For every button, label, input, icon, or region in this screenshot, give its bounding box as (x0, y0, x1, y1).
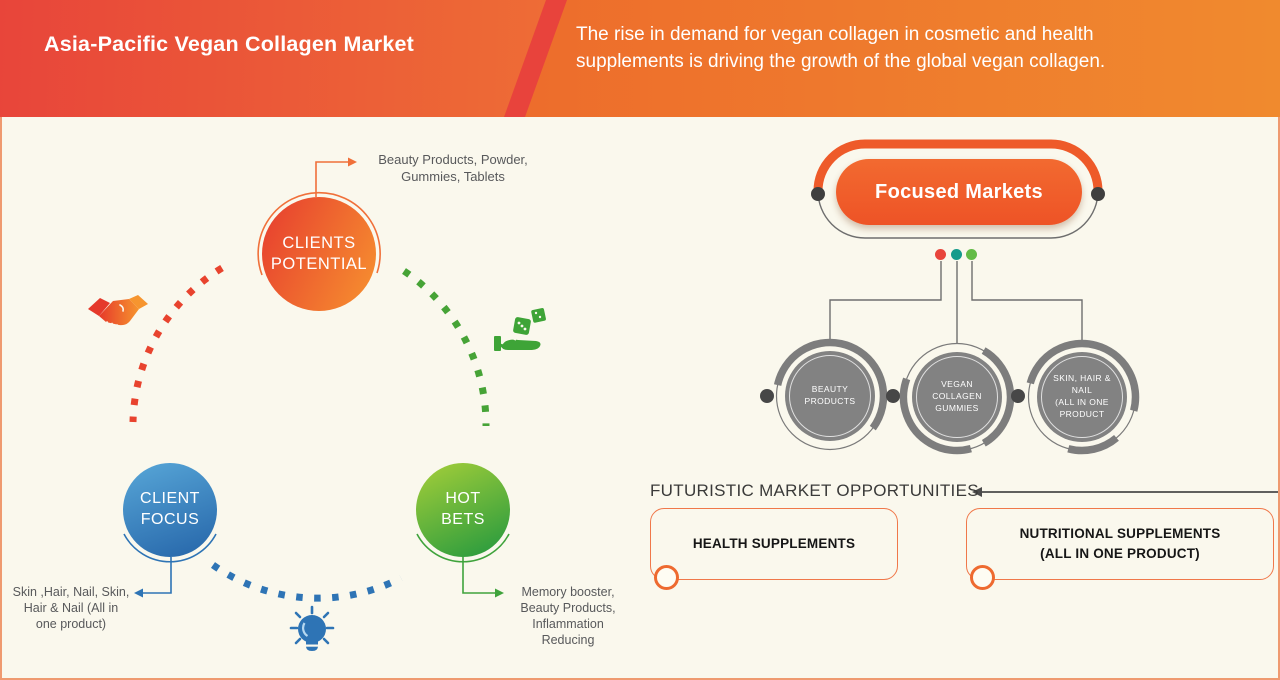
node-client-focus-line-2: FOCUS (140, 511, 200, 528)
callout-line: one product) (35, 617, 107, 631)
dotted-arc-blue (210, 562, 403, 602)
market-circle-rings (772, 338, 1140, 455)
banner-left-shape (0, 0, 546, 117)
dice-hand-icon (494, 308, 546, 351)
banner-subtitle-line-2: supplements is driving the growth of the… (576, 50, 1106, 72)
market-circle-line: VEGAN COLLAGEN (932, 379, 982, 402)
callout-line: Beauty Products, (520, 601, 616, 615)
market-connectors (829, 261, 1083, 344)
market-circle-line: BEAUTY PRODUCTS (804, 384, 856, 406)
arrow-client-focus (134, 557, 172, 598)
callout-line: Gummies, Tablets (401, 168, 505, 184)
page-title: Asia-Pacific Vegan Collagen Market (44, 32, 415, 56)
node-client-focus-line-1: CLIENT (140, 490, 200, 508)
market-circle-line: PRODUCT (1059, 408, 1105, 419)
dotted-arc-red (129, 265, 224, 423)
market-circle-vegan-collagen-gummies: VEGAN COLLAGEN GUMMIES (912, 352, 1002, 442)
callout-clients-potential: Beauty Products, Powder, Gummies, Tablet… (363, 152, 543, 185)
node-clients-potential: CLIENTS POTENTIAL (262, 197, 376, 311)
opportunities-heading: FUTURISTIC MARKET OPPORTUNITIES (650, 481, 979, 500)
header-banner: Asia-Pacific Vegan Collagen Market The r… (0, 0, 1280, 117)
mini-dot-red (935, 249, 946, 260)
mini-dot-green (966, 249, 977, 260)
focused-markets-ring (811, 139, 1105, 239)
ring-dot (886, 389, 900, 403)
arrow-clients-potential (315, 157, 357, 197)
arc-client-focus (123, 533, 217, 563)
opportunity-box-line: NUTRITIONAL SUPPLEMENTS (1019, 525, 1221, 541)
opportunity-box-line: (ALL IN ONE PRODUCT) (1040, 546, 1200, 561)
node-hot-bets-line-2: BETS (441, 511, 485, 528)
market-circle-line: GUMMIES (935, 402, 979, 413)
market-circle-beauty-products: BEAUTY PRODUCTS (785, 351, 875, 441)
opportunity-box-line: HEALTH SUPPLEMENTS (692, 535, 856, 551)
opportunity-box-nutritional-supplements: NUTRITIONAL SUPPLEMENTS (ALL IN ONE PROD… (966, 508, 1274, 590)
callout-hot-bets: Memory booster, Beauty Products, Inflamm… (504, 584, 632, 648)
ring-dot (1011, 389, 1025, 403)
arc-clients-potential (257, 191, 381, 276)
corner-ring-icon (654, 565, 679, 590)
mini-dot-teal (951, 249, 962, 260)
market-circle-line: SKIN, HAIR & NAIL (1053, 373, 1111, 396)
handshake-icon (88, 295, 148, 329)
dotted-arc-green (402, 268, 490, 427)
arrow-hot-bets (462, 557, 504, 598)
market-circle-line: (ALL IN ONE (1055, 397, 1109, 407)
focused-markets-pill: Focused Markets (836, 159, 1082, 225)
node-hot-bets-line-1: HOT (445, 490, 481, 508)
node-clients-potential-line-1: CLIENTS (282, 233, 356, 252)
banner-subtitle-line-1: The rise in demand for vegan collagen in… (576, 24, 1094, 45)
callout-line: Skin ,Hair, Nail, Skin, (12, 585, 130, 599)
callout-line: Memory booster, (521, 585, 615, 599)
opportunity-box-health-supplements: HEALTH SUPPLEMENTS (650, 508, 898, 590)
node-client-focus: CLIENT FOCUS (123, 463, 217, 557)
callout-line: Hair & Nail (All in (23, 601, 119, 615)
callout-line: Reducing (541, 633, 595, 647)
banner-subtitle: The rise in demand for vegan collagen in… (576, 22, 1256, 75)
callout-client-focus: Skin ,Hair, Nail, Skin, Hair & Nail (All… (6, 584, 136, 632)
corner-ring-icon (970, 565, 995, 590)
node-hot-bets: HOT BETS (416, 463, 510, 557)
node-clients-potential-line-2: POTENTIAL (270, 255, 368, 273)
callout-line: Inflammation (532, 617, 604, 631)
ring-dot (760, 389, 774, 403)
callout-line: Beauty Products, Powder, (378, 152, 528, 167)
opportunities-arrow (972, 487, 1278, 497)
lightbulb-icon (289, 605, 335, 651)
market-circle-skin-hair-nail: SKIN, HAIR & NAIL (ALL IN ONE PRODUCT (1037, 352, 1127, 442)
